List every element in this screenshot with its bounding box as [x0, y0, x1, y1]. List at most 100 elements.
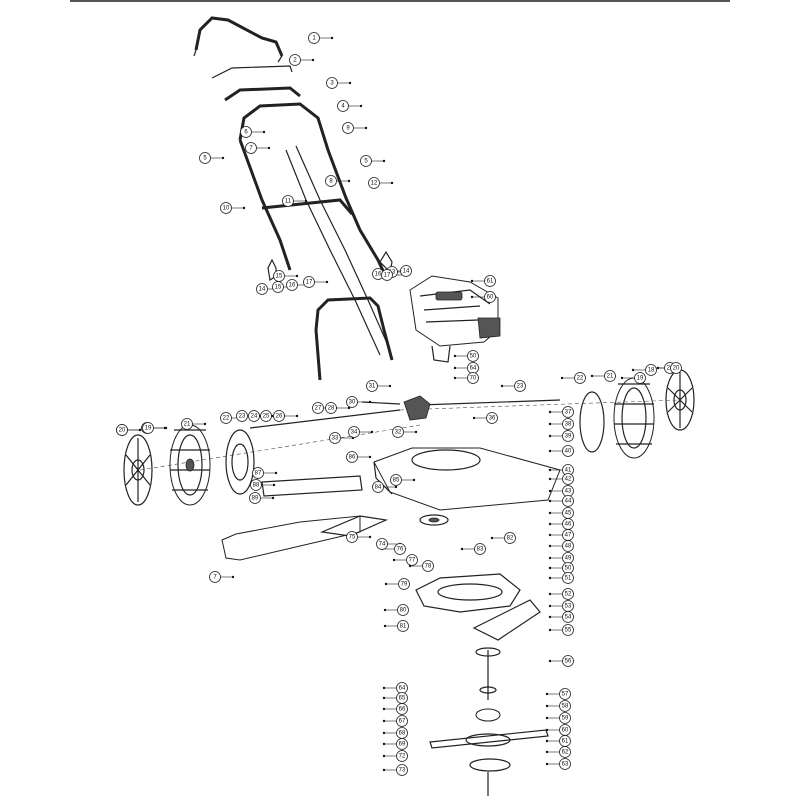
- callout-64: 64: [467, 362, 479, 374]
- callout-number: 70: [470, 375, 477, 381]
- callout-58: 58: [559, 700, 571, 712]
- callout-number: 55: [565, 627, 572, 633]
- callout-26: 26: [273, 410, 285, 422]
- leader-dot: [382, 686, 386, 690]
- callout-circle: [346, 451, 358, 463]
- callout-42: 42: [562, 473, 574, 485]
- callout-44: 44: [562, 495, 574, 507]
- rear-wheel-rim-left: [225, 429, 255, 495]
- callout-number: 40: [565, 448, 572, 454]
- leader-dot: [548, 544, 552, 548]
- callout-39: 39: [562, 430, 574, 442]
- callout-number: 30: [349, 399, 356, 405]
- callout-number: 17: [384, 272, 391, 278]
- callout-number: 15: [275, 284, 282, 290]
- callout-circle: [484, 291, 496, 303]
- rear-wheel-cap-left: [123, 434, 153, 506]
- callout-number: 64: [399, 685, 406, 691]
- callout-50: 50: [467, 350, 479, 362]
- callout-number: 15: [276, 273, 283, 279]
- callout-circle: [514, 380, 526, 392]
- callout-4: 4: [337, 100, 349, 112]
- callout-number: 56: [565, 658, 572, 664]
- leader-dot: [590, 374, 594, 378]
- leader-dot: [262, 130, 266, 134]
- callout-17: 17: [381, 269, 393, 281]
- leader-dot: [548, 533, 552, 537]
- leader-dot: [490, 536, 494, 540]
- callout-8: 8: [325, 175, 337, 187]
- callout-circle: [260, 410, 272, 422]
- lower-handle-frame: [314, 296, 394, 381]
- callout-circle: [559, 758, 571, 770]
- blade-disc: [465, 733, 511, 772]
- leader-dot: [453, 366, 457, 370]
- callout-59: 59: [559, 712, 571, 724]
- callout-23: 23: [514, 380, 526, 392]
- rear-flap: [261, 475, 363, 497]
- callout-circle: [562, 655, 574, 667]
- callout-layer: 1234965758121011131415161415161717616020…: [116, 32, 682, 776]
- cutting-blade: [429, 729, 549, 749]
- callout-number: 62: [562, 749, 569, 755]
- callout-number: 26: [276, 413, 283, 419]
- callout-number: 57: [562, 691, 569, 697]
- callout-14: 14: [400, 265, 412, 277]
- blade-adapter: [475, 708, 501, 722]
- callout-number: 20: [119, 427, 126, 433]
- leader-dot: [390, 181, 394, 185]
- callout-50: 50: [562, 562, 574, 574]
- leader-dot: [382, 707, 386, 711]
- front-wheel-tyre-right: [613, 377, 655, 459]
- leader-dot: [548, 522, 552, 526]
- leader-dot: [656, 366, 660, 370]
- callout-number: 85: [393, 477, 400, 483]
- leader-dot: [548, 659, 552, 663]
- callout-number: 41: [565, 467, 572, 473]
- leader-dot: [347, 179, 351, 183]
- leader-dot: [548, 604, 552, 608]
- callout-circle: [562, 418, 574, 430]
- leader-dot: [414, 430, 418, 434]
- callout-3: 3: [326, 77, 338, 89]
- callout-number: 33: [332, 435, 339, 441]
- callout-circle: [325, 402, 337, 414]
- callout-number: 78: [425, 563, 432, 569]
- leader-dot: [470, 295, 474, 299]
- callout-number: 43: [565, 488, 572, 494]
- callout-circle: [562, 572, 574, 584]
- leader-dot: [359, 104, 363, 108]
- leader-dot: [620, 376, 624, 380]
- leader-dot: [472, 416, 476, 420]
- callout-27: 27: [312, 402, 324, 414]
- leader-dot: [138, 428, 142, 432]
- callout-circle: [562, 445, 574, 457]
- callout-number: 45: [565, 510, 572, 516]
- callout-21: 21: [181, 418, 193, 430]
- callout-15: 15: [272, 281, 284, 293]
- callout-number: 48: [565, 543, 572, 549]
- callout-number: 7: [249, 145, 253, 151]
- callout-number: 52: [565, 591, 572, 597]
- callout-47: 47: [562, 529, 574, 541]
- leader-dot: [545, 692, 549, 696]
- leader-dot: [548, 615, 552, 619]
- leader-dot: [370, 430, 374, 434]
- callout-circle: [474, 543, 486, 555]
- callout-number: 13: [389, 269, 396, 275]
- callout-number: 10: [223, 205, 230, 211]
- callout-62: 62: [559, 746, 571, 758]
- callout-circle: [484, 275, 496, 287]
- callout-64: 64: [396, 682, 408, 694]
- callout-65: 65: [396, 692, 408, 704]
- callout-number: 80: [400, 607, 407, 613]
- leader-dot: [347, 406, 351, 410]
- leader-dot: [548, 511, 552, 515]
- callout-circle: [562, 611, 574, 623]
- leader-dot: [382, 754, 386, 758]
- callout-circle: [645, 364, 657, 376]
- callout-number: 19: [145, 425, 152, 431]
- callout-22: 22: [574, 372, 586, 384]
- callout-number: 83: [477, 546, 484, 552]
- callout-number: 12: [371, 180, 378, 186]
